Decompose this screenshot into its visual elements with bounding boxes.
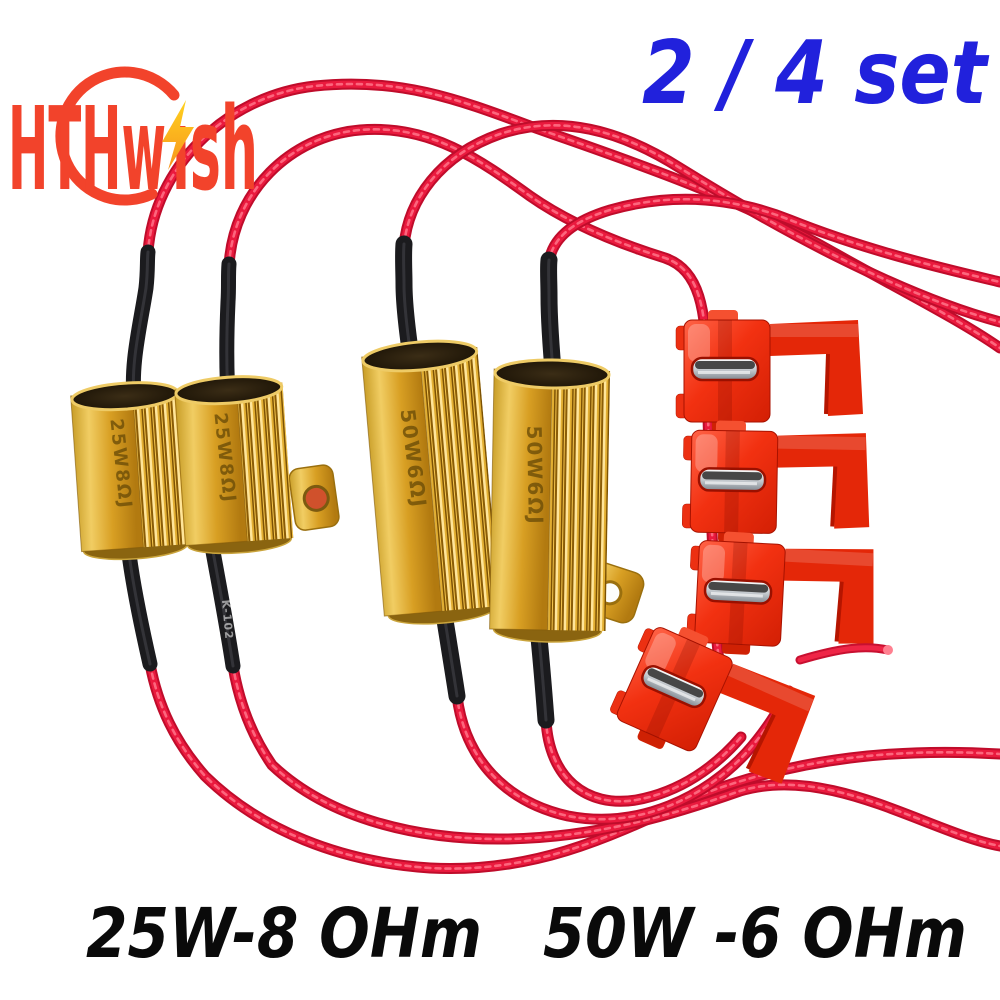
resistor-50w-2: 50W6ΩJ [489,358,611,643]
brand-wordmark-part1: HTHw [8,83,166,217]
fin-heatsink [547,370,611,631]
fin-heatsink [236,382,294,542]
wire-tap-connector [674,308,865,434]
tube-marking: K-102 [219,599,235,640]
fin-heatsink [419,346,500,612]
red-wire-stub [800,645,893,660]
fin-heatsink [132,388,190,548]
resistor-25w-2: 25W8ΩJ [174,375,294,555]
brand-wordmark-part2: ısh [172,83,258,217]
set-count-label: 2 / 4 set [642,22,990,124]
logo-swoosh [55,66,180,206]
tab-hole [302,484,330,512]
end-cap [493,358,611,390]
brand-logo: HTHw ısh [8,66,258,217]
resistor-50w-1: 50W6ΩJ [361,339,500,625]
mounting-tab [288,464,340,531]
spec-label-25w: 25W-8 OHm [86,894,482,974]
end-cap [361,339,479,373]
spec-label-50w: 50W -6 OHm [543,894,967,974]
lightning-bolt-icon [162,100,194,170]
wire-tap-connector [679,417,874,548]
wire-tap-connectors [601,308,879,803]
resistor-marking: 50W6ΩJ [522,425,548,526]
heat-shrink-tubes: K-102 [128,244,554,720]
wire-tap-connector [686,530,879,662]
end-cap [174,375,284,406]
wire-tip [883,645,893,655]
resistor-25w-1: 25W8ΩJ [70,381,190,561]
